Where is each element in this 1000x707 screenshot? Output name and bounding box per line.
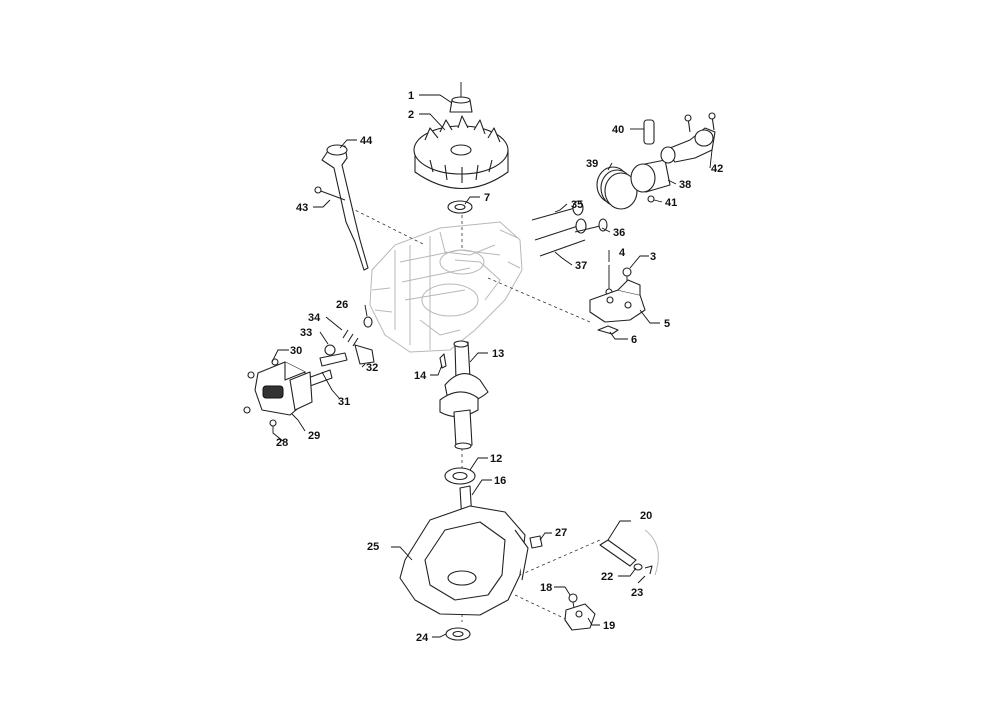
callout-14: 14	[414, 370, 427, 382]
callout-labels: 1 2 3 4 5 6 7 12 13 14 16 18 19 20 22 23…	[276, 90, 723, 644]
bushing	[363, 316, 373, 328]
governor-arm-bracket	[564, 603, 596, 631]
bracket-screw-4	[605, 265, 613, 296]
piston-pin	[643, 119, 655, 145]
governor-bracket	[589, 279, 646, 323]
callout-6: 6	[631, 334, 637, 346]
callout-38: 38	[679, 179, 691, 191]
crankshaft	[439, 340, 489, 450]
oil-seal	[444, 467, 476, 485]
connecting-rod	[660, 112, 716, 164]
callout-30: 30	[290, 345, 302, 357]
rocker-plate	[354, 344, 375, 365]
flywheel-washer	[447, 200, 473, 214]
callout-22: 22	[601, 571, 613, 583]
rocker-pivot	[324, 344, 336, 356]
callout-19: 19	[603, 620, 615, 632]
callout-25: 25	[367, 541, 379, 553]
callout-1: 1	[408, 90, 414, 102]
callout-20: 20	[640, 510, 652, 522]
leader-lines	[271, 94, 713, 638]
callout-12: 12	[490, 453, 502, 465]
callout-36: 36	[613, 227, 625, 239]
callout-24: 24	[416, 632, 429, 644]
piston-rings	[596, 166, 638, 210]
sump-washer	[445, 627, 471, 641]
bracket-screw-3	[622, 267, 632, 282]
callout-29: 29	[308, 430, 320, 442]
callout-34: 34	[308, 312, 321, 324]
bracket-spring	[597, 325, 619, 335]
dipstick-tube	[321, 144, 369, 271]
head-gasket	[289, 371, 313, 411]
piston	[630, 159, 671, 193]
push-rod	[539, 239, 586, 257]
callout-23: 23	[631, 587, 643, 599]
callout-33: 33	[300, 327, 312, 339]
callout-3: 3	[650, 251, 656, 263]
callout-13: 13	[492, 348, 504, 360]
callout-5: 5	[664, 318, 670, 330]
callout-4: 4	[619, 247, 626, 259]
dipstick-screw	[314, 186, 346, 201]
callout-28: 28	[276, 437, 288, 449]
callout-37: 37	[575, 260, 587, 272]
callout-35: 35	[571, 199, 583, 211]
crankcase-sump	[399, 505, 529, 616]
callout-18: 18	[540, 582, 552, 594]
shaft-clip	[644, 565, 653, 575]
callout-26: 26	[336, 299, 348, 311]
governor-shaft	[599, 529, 659, 576]
callout-16: 16	[494, 475, 506, 487]
flywheel-nut	[449, 82, 473, 113]
callout-40: 40	[612, 124, 624, 136]
flywheel	[413, 115, 509, 189]
callout-7: 7	[484, 192, 490, 204]
callout-44: 44	[360, 135, 373, 147]
valves	[531, 200, 608, 241]
drain-plug	[529, 535, 543, 549]
engine-block-ghost	[369, 221, 523, 353]
callout-42: 42	[711, 163, 723, 175]
rocker-spring	[342, 329, 359, 347]
pin-clip	[647, 195, 655, 203]
callout-41: 41	[665, 197, 677, 209]
callout-43: 43	[296, 202, 308, 214]
governor-screw	[568, 593, 578, 609]
callout-31: 31	[338, 396, 350, 408]
callout-27: 27	[555, 527, 567, 539]
callout-32: 32	[366, 362, 378, 374]
callout-2: 2	[408, 109, 414, 121]
crankshaft-key	[439, 353, 447, 369]
callout-39: 39	[586, 158, 598, 170]
